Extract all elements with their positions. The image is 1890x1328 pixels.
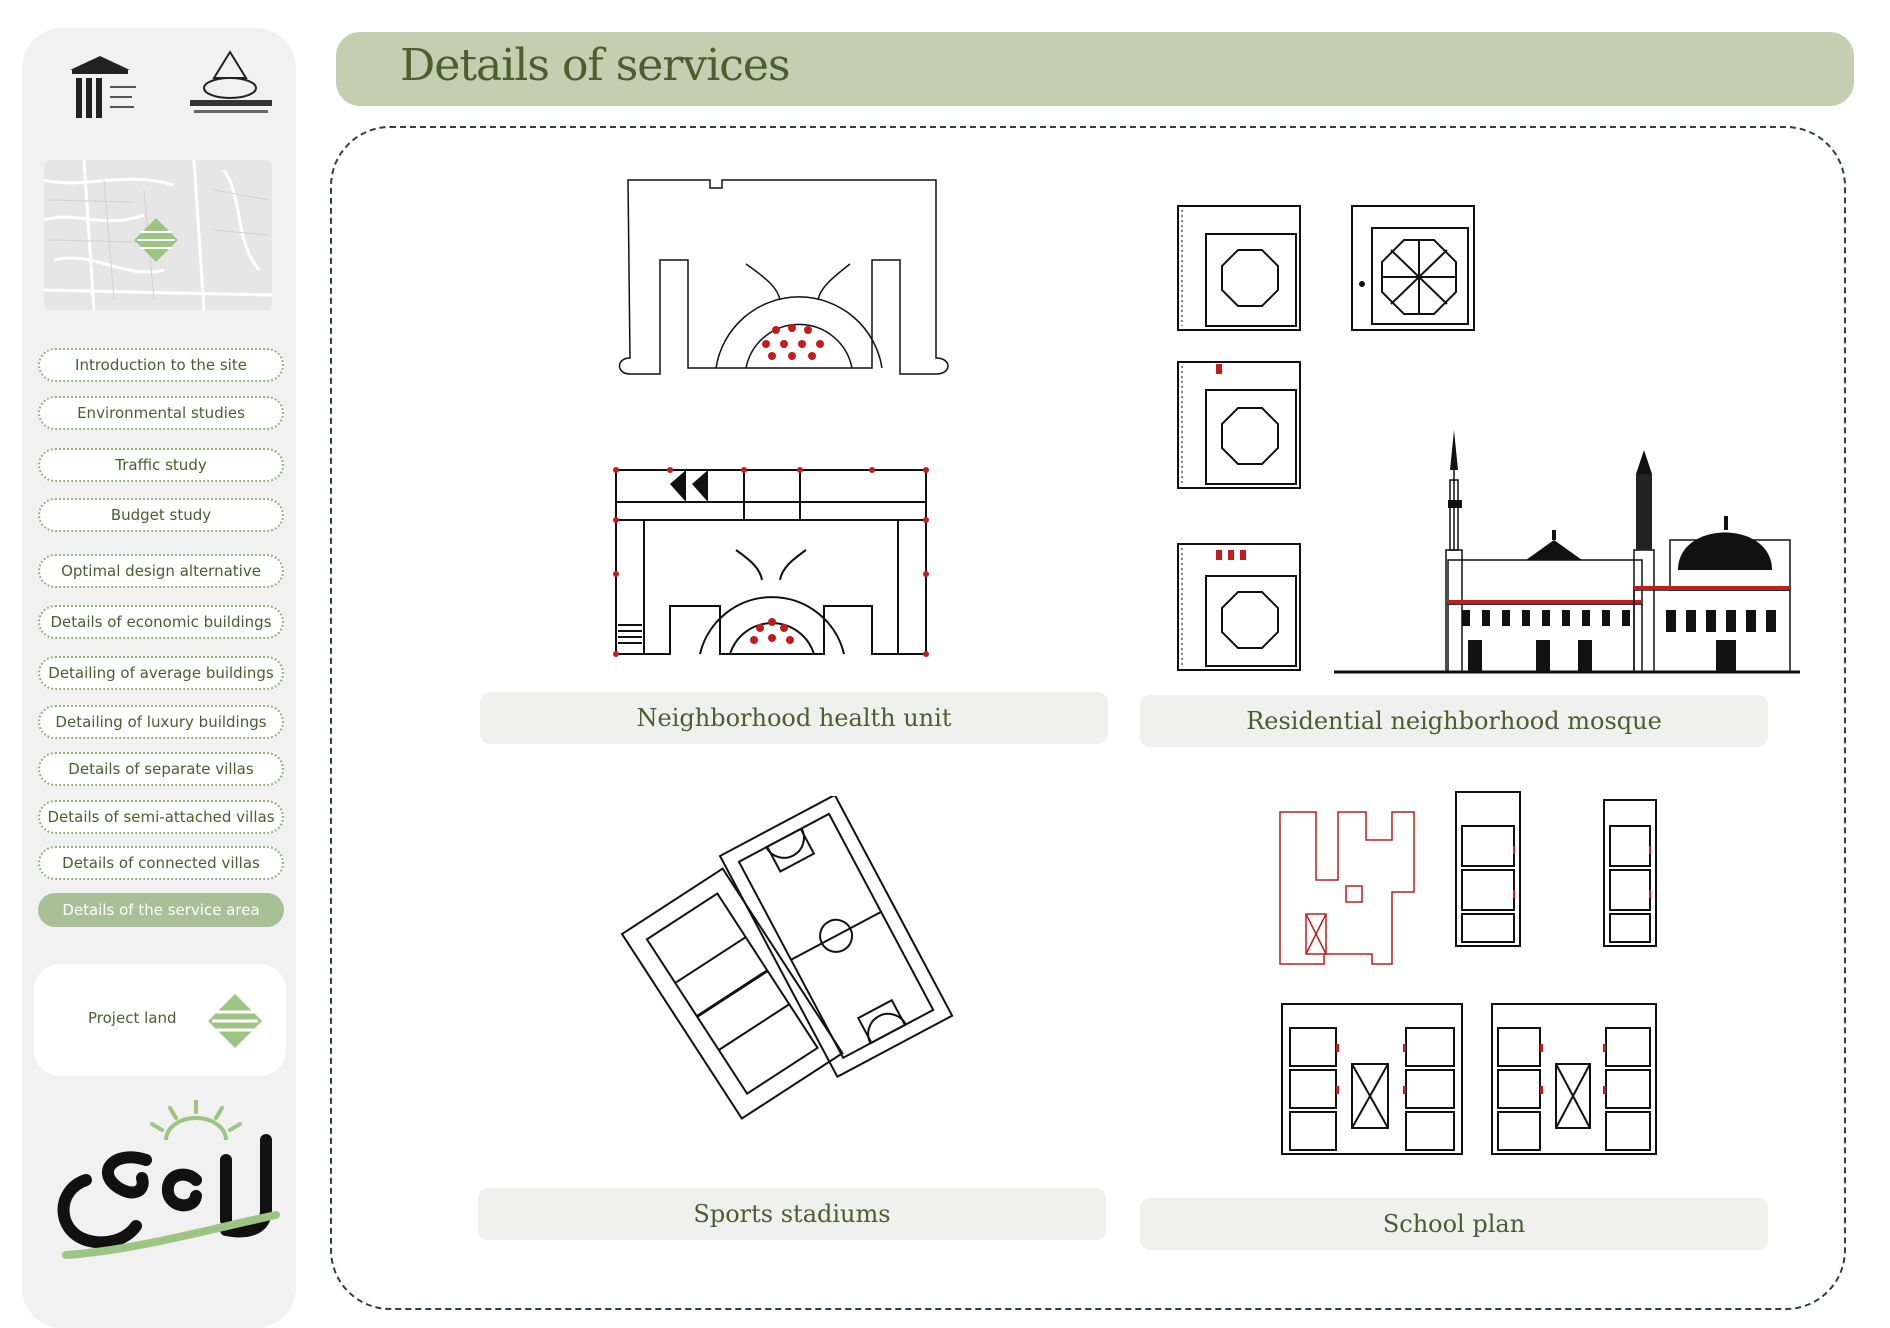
nav-average-buildings[interactable]: Detailing of average buildings [38,656,284,690]
nav-luxury-buildings[interactable]: Detailing of luxury buildings [38,705,284,739]
caption-sports-stadiums: Sports stadiums [478,1188,1106,1240]
faculty-logos [60,48,290,128]
health-unit-floor-plan [610,464,932,664]
nav-separate-villas[interactable]: Details of separate villas [38,752,284,786]
legend-card: Project land [34,964,286,1076]
caption-health-unit: Neighborhood health unit [480,692,1108,744]
project-land-marker [134,218,178,262]
page-title: Details of services [400,40,791,91]
mosque-plans [1176,204,1476,678]
main-content-frame [330,126,1846,1310]
site-map-thumbnail [44,160,272,310]
caption-mosque: Residential neighborhood mosque [1140,695,1768,747]
brand-logo [46,1098,282,1270]
legend-label: Project land [88,1009,177,1027]
project-land-icon [208,994,262,1048]
nav-semi-attached-villas[interactable]: Details of semi-attached villas [38,800,284,834]
nav-intro-site[interactable]: Introduction to the site [38,348,284,382]
nav-service-area[interactable]: Details of the service area [38,893,284,927]
nav-optimal-design[interactable]: Optimal design alternative [38,554,284,588]
health-unit-roof-plan [616,178,952,382]
nav-connected-villas[interactable]: Details of connected villas [38,846,284,880]
sports-courts-plan [616,793,956,1130]
nav-budget[interactable]: Budget study [38,498,284,532]
nav-traffic[interactable]: Traffic study [38,448,284,482]
nav-economic-buildings[interactable]: Details of economic buildings [38,605,284,639]
nav-environmental[interactable]: Environmental studies [38,396,284,430]
school-plans [1276,786,1676,1190]
mosque-elevations [1332,430,1802,680]
title-bar: Details of services [336,32,1854,106]
caption-school-plan: School plan [1140,1198,1768,1250]
